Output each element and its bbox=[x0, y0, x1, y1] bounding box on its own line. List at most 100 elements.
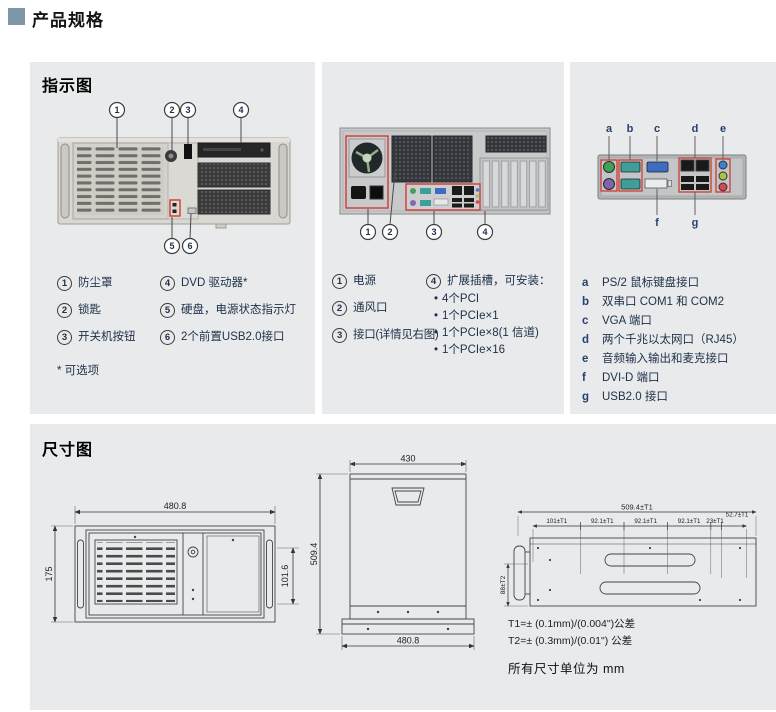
legend-item: 3 接口(详情见右图) bbox=[332, 328, 439, 343]
dim-side-height: 88±T2 bbox=[500, 575, 507, 594]
callout-6: 6 bbox=[181, 237, 199, 255]
legend-item: a PS/2 鼠标键盘接口 bbox=[582, 277, 700, 289]
dimension-lines bbox=[506, 510, 757, 607]
legend-item: e 音频输入输出和麦克接口 bbox=[582, 353, 729, 365]
svg-text:5: 5 bbox=[169, 241, 174, 251]
expansion-slots bbox=[479, 157, 549, 211]
tolerance-note-t2: T2=± (0.3mm)/(0.01") 公差 bbox=[508, 635, 633, 647]
dim-height: 175 bbox=[45, 566, 54, 581]
svg-text:2: 2 bbox=[169, 105, 174, 115]
dim-base-width: 480.8 bbox=[397, 636, 420, 646]
side-outline bbox=[513, 537, 757, 607]
legend-item: 5 硬盘，电源状态指示灯 bbox=[160, 303, 296, 318]
callout-number: 2 bbox=[57, 303, 72, 318]
callout-number: 1 bbox=[57, 276, 72, 291]
callout-4: 4 bbox=[232, 101, 250, 119]
front-outline bbox=[74, 525, 276, 623]
callout-number: 4 bbox=[426, 274, 441, 289]
callout-5: 5 bbox=[163, 237, 181, 255]
callout-1: 1 bbox=[108, 101, 126, 119]
callout-4: 4 bbox=[476, 223, 494, 241]
power-supply-unit bbox=[345, 135, 389, 209]
io-legend: a PS/2 鼠标键盘接口 b 双串口 COM1 和 COM2 c VGA 端口… bbox=[582, 277, 744, 410]
unit-note: 所有尺寸单位为 mm bbox=[508, 662, 625, 676]
slot-option: • 1个PCIe×8(1 信道) bbox=[434, 327, 539, 339]
optional-footnote: * 可选项 bbox=[57, 365, 100, 377]
lan-ports bbox=[680, 159, 710, 172]
legend-label: 接口(详情见右图) bbox=[353, 329, 439, 341]
legend-label: 硬盘，电源状态指示灯 bbox=[181, 304, 296, 316]
psu-highlight bbox=[345, 135, 389, 209]
legend-label: 扩展插槽，可安装： bbox=[447, 275, 551, 287]
dim-overall: 509.4±T1 bbox=[621, 503, 653, 512]
label-e: e bbox=[720, 123, 726, 135]
legend-label: DVD 驱动器* bbox=[181, 277, 248, 289]
panel-io-view: a b c d e f g a PS/2 鼠标键盘接口 b 双串口 COM1 和… bbox=[570, 62, 776, 414]
svg-text:92.1±T1: 92.1±T1 bbox=[591, 518, 614, 525]
label-a: a bbox=[606, 123, 613, 135]
callout-leader-lines bbox=[116, 117, 242, 239]
front-legend-col1: 1 防尘罩 2 锁匙 3 开关机按钮 bbox=[57, 276, 136, 357]
dust-cover-grille bbox=[72, 142, 169, 220]
label-g: g bbox=[692, 217, 699, 229]
label-d: d bbox=[692, 123, 699, 135]
dvi-port bbox=[644, 178, 672, 189]
legend-item: 4 扩展插槽，可安装： bbox=[426, 274, 551, 289]
callout-3: 3 bbox=[425, 223, 443, 241]
io-port-labels: a b c d e f g bbox=[606, 123, 726, 229]
bullet: • bbox=[434, 327, 439, 339]
rear-legend-col2: 4 扩展插槽，可安装： • 4个PCI • 1个PCIe×1 • 1个PCIe×… bbox=[426, 274, 551, 360]
legend-item: d 两个千兆以太网口（RJ45） bbox=[582, 334, 744, 346]
rear-chassis-illustration: 1 2 3 4 bbox=[339, 127, 551, 241]
rear-io-cluster bbox=[405, 183, 481, 211]
slot-option: • 4个PCI bbox=[434, 293, 480, 305]
panel-front-view: 指示图 bbox=[30, 62, 315, 414]
dimension-lines bbox=[317, 461, 475, 649]
legend-item: 2 锁匙 bbox=[57, 303, 136, 318]
callout-number: 1 bbox=[332, 274, 347, 289]
bullet: • bbox=[434, 344, 439, 356]
ps2-ports bbox=[600, 159, 618, 192]
callout-number: 6 bbox=[160, 330, 175, 345]
legend-item: f DVI-D 端口 bbox=[582, 372, 660, 384]
callout-1: 1 bbox=[359, 223, 377, 241]
legend-label: 防尘罩 bbox=[78, 277, 113, 289]
status-led-highlight bbox=[169, 199, 181, 217]
io-panel-illustration: a b c d e f g bbox=[597, 123, 747, 229]
svg-text:101±T1: 101±T1 bbox=[546, 518, 567, 525]
segment-dims: 101±T1 92.1±T1 92.1±T1 92.1±T1 23±T1 52.… bbox=[546, 512, 749, 526]
front-grille-hatch bbox=[97, 542, 175, 602]
svg-text:92.1±T1: 92.1±T1 bbox=[634, 518, 657, 525]
dim-bay-height: 101.6 bbox=[280, 565, 290, 588]
top-outline bbox=[341, 473, 475, 635]
serial-ports bbox=[618, 159, 643, 192]
legend-label: 电源 bbox=[353, 275, 376, 287]
top-screws bbox=[366, 610, 450, 631]
svg-text:52.7±T1: 52.7±T1 bbox=[726, 512, 749, 519]
panel-dimensions: 尺寸图 bbox=[30, 424, 776, 710]
front-chassis-illustration: 1 2 3 4 5 6 bbox=[57, 101, 291, 255]
callout-number: 3 bbox=[332, 328, 347, 343]
legend-item: 1 电源 bbox=[332, 274, 438, 289]
callout-number: 2 bbox=[332, 301, 347, 316]
keylock bbox=[165, 150, 177, 162]
top-dimension-drawing: 430 509.4 480.8 bbox=[309, 454, 475, 650]
legend-label: 2个前置USB2.0接口 bbox=[181, 331, 285, 343]
usb-ports bbox=[681, 176, 709, 190]
tolerance-note-t1: T1=± (0.1mm)/(0.004")公差 bbox=[508, 618, 636, 630]
legend-item: c VGA 端口 bbox=[582, 315, 652, 327]
svg-text:4: 4 bbox=[238, 105, 243, 115]
svg-text:6: 6 bbox=[187, 241, 192, 251]
extension-lines bbox=[316, 460, 475, 650]
page-title: 产品规格 bbox=[32, 11, 104, 30]
bullet: • bbox=[434, 293, 439, 305]
bullet: • bbox=[434, 310, 439, 322]
svg-text:4: 4 bbox=[482, 227, 487, 237]
label-c: c bbox=[654, 123, 660, 135]
feature-lines bbox=[504, 516, 757, 607]
psu-switch bbox=[369, 185, 384, 200]
legend-item: 1 防尘罩 bbox=[57, 276, 136, 291]
header-accent-square bbox=[8, 8, 25, 25]
io-leader-lines bbox=[608, 136, 724, 215]
chassis-foot bbox=[215, 223, 227, 229]
